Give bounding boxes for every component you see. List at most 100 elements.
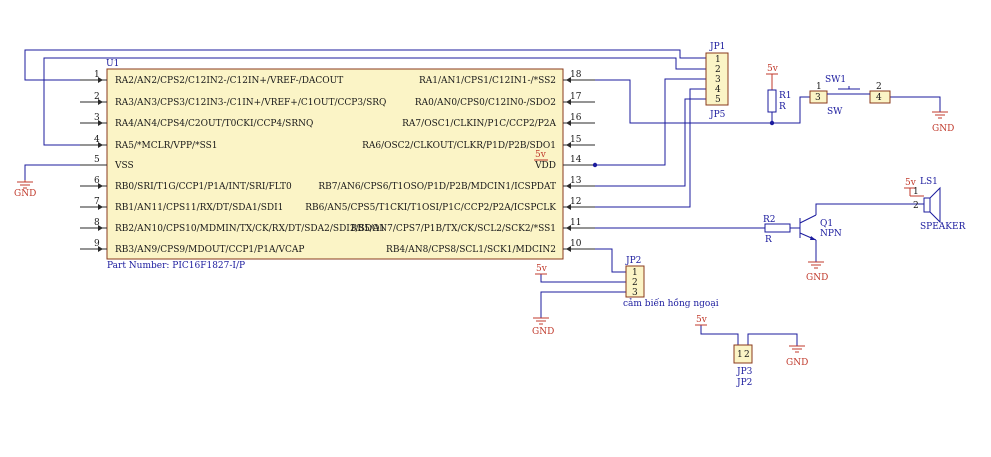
pin-number: 13 xyxy=(570,176,582,186)
svg-text:2: 2 xyxy=(632,278,638,288)
svg-text:R: R xyxy=(779,102,786,112)
pin-label: RA7/OSC1/CLKIN/P1C/CCP2/P2A xyxy=(402,119,556,129)
pin-number: 5 xyxy=(94,155,100,165)
svg-text:5v: 5v xyxy=(767,64,779,74)
ic-pin-arrows xyxy=(98,77,571,252)
pin-label: RB7/AN6/CPS6/T1OSO/P1D/P2B/MDCIN1/ICSPDA… xyxy=(318,182,556,192)
sensor-label: cảm biến hồng ngoại xyxy=(623,298,719,309)
switch-sw1[interactable]: SW1 SW 1 2 3 4 xyxy=(809,75,891,117)
pin-number: 16 xyxy=(570,113,582,123)
svg-text:5: 5 xyxy=(715,95,721,105)
speaker-ls1[interactable]: LS1 SPEAKER 1 2 xyxy=(908,177,966,232)
pin-number: 17 xyxy=(570,92,582,102)
pin-label: RB2/AN10/CPS10/MDMIN/TX/CK/RX/DT/SDA2/SD… xyxy=(115,224,385,234)
pin-number: 10 xyxy=(570,239,582,249)
ic-u1-body[interactable] xyxy=(106,68,564,260)
pin-label: RB4/AN8/CPS8/SCL1/SCK1/MDCIN2 xyxy=(386,245,556,255)
ic-right-pin-text: 18 RA1/AN1/CPS1/C12IN1-/*SS2 17 RA0/AN0/… xyxy=(305,70,582,255)
svg-text:3: 3 xyxy=(715,75,721,85)
svg-text:1: 1 xyxy=(737,350,743,360)
pin-number: 11 xyxy=(570,218,581,228)
svg-text:1: 1 xyxy=(715,55,721,65)
jp2-sensor-header[interactable]: JP2 1 2 3 cảm biến hồng ngoại xyxy=(623,256,719,309)
vcc-symbol-r1: 5v xyxy=(766,64,779,90)
svg-text:2: 2 xyxy=(715,65,721,75)
svg-text:2: 2 xyxy=(744,350,750,360)
pin-label: RA1/AN1/CPS1/C12IN1-/*SS2 xyxy=(419,76,556,86)
vcc-symbol-speaker: 5v xyxy=(904,178,917,196)
svg-text:R1: R1 xyxy=(779,91,792,101)
gnd-symbol-sensor: GND xyxy=(532,317,554,337)
resistor-r2[interactable]: R2 R xyxy=(763,215,791,245)
svg-text:2: 2 xyxy=(876,82,882,92)
pin-label: RA5/*MCLR/VPP/*SS1 xyxy=(115,141,217,151)
ic-ref-label: U1 xyxy=(106,59,119,69)
pin-number: 7 xyxy=(94,197,100,207)
pin-number: 15 xyxy=(570,135,582,145)
pin-number: 1 xyxy=(94,70,100,80)
svg-text:GND: GND xyxy=(14,189,36,199)
gnd-symbol-left: GND xyxy=(14,180,36,199)
pin-label: RB3/AN9/CPS9/MDOUT/CCP1/P1A/VCAP xyxy=(115,245,304,255)
svg-text:3: 3 xyxy=(632,288,638,298)
vcc-symbol-jp3: 5v xyxy=(695,315,708,326)
svg-text:R: R xyxy=(765,235,772,245)
net-junctions xyxy=(592,120,775,168)
ic-part-number: Part Number: PIC16F1827-I/P xyxy=(107,261,245,271)
pin-number: 3 xyxy=(94,113,100,123)
svg-text:GND: GND xyxy=(932,124,954,134)
pin-number: 2 xyxy=(94,92,100,102)
svg-text:SPEAKER: SPEAKER xyxy=(920,222,966,232)
gnd-symbol-transistor: GND xyxy=(806,261,828,283)
pin-number: 9 xyxy=(94,239,100,249)
svg-text:GND: GND xyxy=(532,327,554,337)
gnd-symbol-jp3: GND xyxy=(786,345,808,368)
pin-number: 4 xyxy=(94,135,100,145)
svg-text:5v: 5v xyxy=(905,178,917,188)
svg-text:JP1: JP1 xyxy=(709,42,725,52)
jp1-header[interactable]: JP1 JP5 1 2 3 4 5 xyxy=(705,42,729,120)
svg-text:1: 1 xyxy=(913,187,919,197)
pin-label: VSS xyxy=(114,161,134,171)
svg-text:GND: GND xyxy=(806,273,828,283)
ic-left-pin-text: 1 RA2/AN2/CPS2/C12IN2-/C12IN+/VREF-/DACO… xyxy=(94,70,386,255)
svg-text:4: 4 xyxy=(715,85,721,95)
pin-number: 12 xyxy=(570,197,581,207)
svg-text:2: 2 xyxy=(913,201,919,211)
pin-label: RB6/AN5/CPS5/T1CKI/T1OSI/P1C/CCP2/P2A/IC… xyxy=(305,203,556,213)
resistor-r1[interactable]: R1 R xyxy=(767,89,792,123)
svg-text:SW1: SW1 xyxy=(825,75,846,85)
svg-text:SW: SW xyxy=(827,107,843,117)
svg-text:R2: R2 xyxy=(763,215,776,225)
svg-text:5v: 5v xyxy=(535,150,547,160)
svg-text:JP2: JP2 xyxy=(736,378,752,388)
vcc-symbol-ic: 5v xyxy=(534,150,548,161)
pin-number: 6 xyxy=(94,176,100,186)
svg-text:JP3: JP3 xyxy=(736,367,753,377)
pin-label: RA2/AN2/CPS2/C12IN2-/C12IN+/VREF-/DACOUT xyxy=(115,76,343,86)
pin-label: RB0/SRI/T1G/CCP1/P1A/INT/SRI/FLT0 xyxy=(115,182,292,192)
pin-number: 18 xyxy=(570,70,582,80)
svg-text:JP2: JP2 xyxy=(625,256,641,266)
svg-text:NPN: NPN xyxy=(820,229,842,239)
svg-text:5v: 5v xyxy=(696,315,708,325)
svg-text:JP5: JP5 xyxy=(709,110,726,120)
svg-text:GND: GND xyxy=(786,358,808,368)
svg-text:Q1: Q1 xyxy=(820,219,833,229)
svg-text:LS1: LS1 xyxy=(920,177,938,187)
svg-text:4: 4 xyxy=(876,93,882,103)
pin-label: RA3/AN3/CPS3/C12IN3-/C1IN+/VREF+/C1OUT/C… xyxy=(115,98,386,108)
pin-label: RA4/AN4/CPS4/C2OUT/T0CKI/CCP4/SRNQ xyxy=(115,119,313,129)
pin-label: VDD xyxy=(534,161,556,171)
pin-label: RA0/AN0/CPS0/C12IN0-/SDO2 xyxy=(415,98,556,108)
net-wires xyxy=(24,49,941,346)
pin-label: RA6/OSC2/CLKOUT/CLKR/P1D/P2B/SDO1 xyxy=(362,141,556,151)
pin-label: RB5/AN7/CPS7/P1B/TX/CK/SCL2/SCK2/*SS1 xyxy=(351,224,556,234)
svg-text:5v: 5v xyxy=(536,264,548,274)
pin-number: 14 xyxy=(570,155,582,165)
jp3-header[interactable]: 1 2 JP3 JP2 xyxy=(733,344,753,388)
pin-label: RB1/AN11/CPS11/RX/DT/SDA1/SDI1 xyxy=(115,203,283,213)
svg-text:3: 3 xyxy=(815,93,821,103)
transistor-q1[interactable]: Q1 NPN xyxy=(799,214,842,241)
